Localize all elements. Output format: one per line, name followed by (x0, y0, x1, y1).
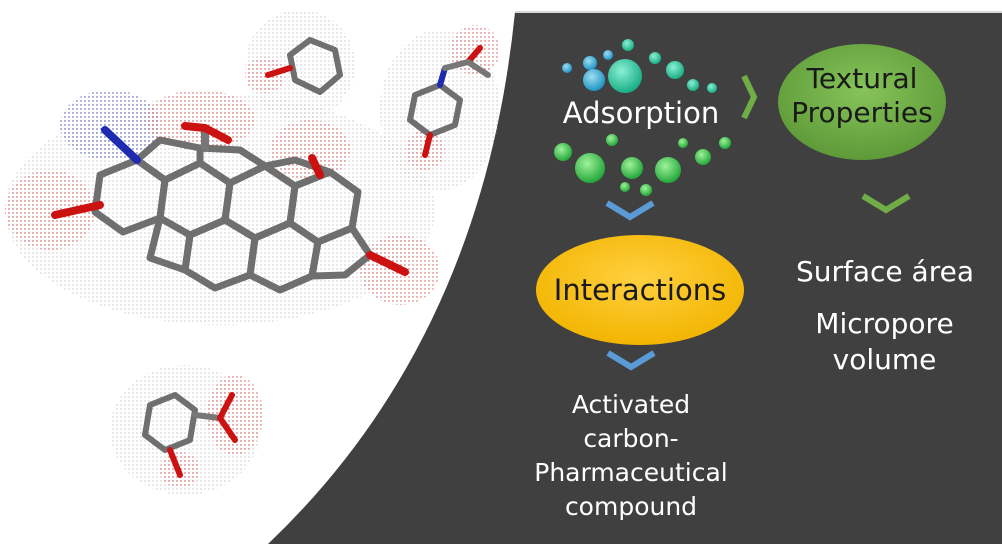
bubble (575, 153, 605, 183)
bubble (655, 157, 681, 183)
bubble (707, 83, 717, 93)
oxygen-bond (308, 154, 324, 179)
adsorption-bubbles-top (562, 39, 717, 93)
surface-area-label: Surface área (795, 255, 974, 288)
acetamidophenol (380, 25, 500, 190)
bubble (666, 61, 684, 79)
micropore-volume-line: Micropore (815, 307, 954, 340)
chevron-down-icon (606, 350, 656, 371)
oxygen-bond (51, 201, 104, 219)
oxygen-bond (217, 415, 238, 443)
bubble (608, 59, 642, 93)
carbon-ring (308, 224, 374, 280)
bubble (719, 137, 731, 149)
carbon-ring (142, 392, 198, 453)
activated-carbon-label: Activated carbon- Pharmaceutical compoun… (526, 388, 736, 524)
micropore-volume-line: volume (832, 343, 937, 376)
interactions-ellipse (536, 235, 744, 345)
textural-properties-label: Textural Properties (782, 62, 942, 129)
graphene-sheet (5, 90, 440, 325)
oxygen-dot-cloud (145, 90, 255, 150)
activated-carbon-line: compound (564, 492, 698, 521)
oxygen-bond (366, 251, 409, 276)
bubble (562, 63, 572, 73)
bubble (621, 157, 643, 179)
textural-properties-line: Properties (791, 95, 933, 129)
bubble (583, 69, 605, 91)
bubble (554, 143, 572, 161)
textural-properties-line: Textural (806, 62, 918, 95)
bubble (649, 52, 661, 64)
oxygen-dot-cloud (207, 375, 263, 455)
bubble (606, 134, 618, 146)
chevron-right-icon (741, 74, 758, 120)
nitrogen-bond (101, 126, 141, 164)
chevron-down-icon (605, 200, 655, 221)
bubble (603, 50, 613, 60)
oxygen-bond (217, 392, 235, 421)
oxygen-dot-cloud (270, 120, 350, 180)
bubble (640, 184, 652, 196)
salicylic-acid (110, 365, 263, 495)
oxygen-bond (465, 45, 483, 65)
bubble (583, 56, 597, 70)
micropore-volume-label: Micropore volume (782, 306, 987, 378)
chevron-down-icon (861, 193, 911, 214)
oxygen-dot-cloud (5, 170, 95, 250)
carbon-ring (261, 156, 334, 190)
carbon-ring (287, 37, 343, 95)
oxygen-bond (167, 447, 183, 478)
nitrogen-dot-cloud (60, 90, 160, 160)
adsorption-label: Adsorption (562, 96, 720, 130)
activated-carbon-line: carbon- (583, 424, 679, 453)
bubble (695, 149, 711, 165)
carbon-ring (196, 144, 269, 187)
bubble (678, 138, 688, 148)
activated-carbon-line: Pharmaceutical (534, 458, 728, 487)
cyclohexanol (245, 10, 355, 120)
oxygen-bond (265, 65, 293, 78)
oxygen-bond (422, 132, 433, 158)
bubble (620, 182, 630, 192)
adsorption-bubbles-bottom (554, 134, 731, 196)
interactions-label: Interactions (553, 273, 727, 307)
oxygen-bond (201, 124, 232, 144)
bubble (622, 39, 634, 51)
bubble (687, 79, 699, 91)
activated-carbon-line: Activated (571, 390, 691, 419)
textural-properties-ellipse (778, 44, 946, 160)
